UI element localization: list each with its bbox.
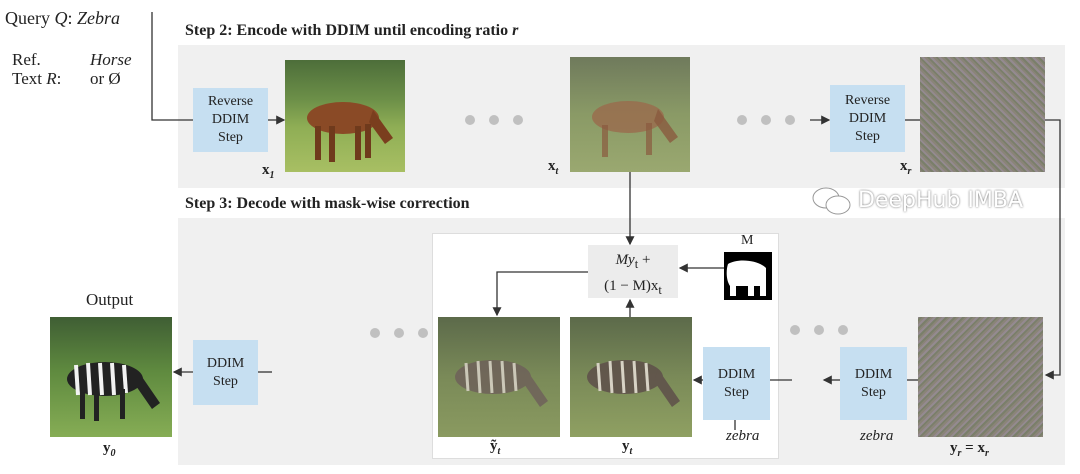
input-arrow xyxy=(151,12,193,121)
zebra-image-yt-tilde xyxy=(438,317,560,437)
ref-line2: Text R: xyxy=(12,69,62,88)
label-yt-tilde: ỹt xyxy=(490,438,500,457)
label-sub: t xyxy=(555,166,559,177)
zebra-prompt-right: zebra xyxy=(860,428,894,444)
ref-text: Ref. Text R: xyxy=(12,50,61,88)
watermark: DeepHub IMBA xyxy=(812,185,1023,217)
label-text: x xyxy=(262,162,270,178)
label-text: = x xyxy=(961,440,985,456)
mask-label: M xyxy=(741,233,754,248)
step3-title: Step 3: Decode with mask-wise correction xyxy=(185,195,470,212)
label-yt: yt xyxy=(622,438,632,457)
output-zebra-image xyxy=(50,317,172,437)
output-label: Output xyxy=(86,290,134,309)
step2-title: Step 2: Encode with DDIM until encoding … xyxy=(185,22,518,40)
ref-text-label: Text xyxy=(12,69,42,88)
label-sub: r xyxy=(984,448,989,459)
query-text: Query Q: Zebra xyxy=(5,8,121,28)
box-text: Step xyxy=(218,130,243,145)
ellipsis-dots xyxy=(370,328,428,338)
box-text: Reverse xyxy=(207,94,254,109)
formula-box: Myt + (1 − M)xt xyxy=(588,245,678,298)
label-y0: y0 xyxy=(103,440,116,459)
wechat-icon xyxy=(812,187,851,215)
box-text: Step xyxy=(724,384,749,400)
formula-text: My xyxy=(615,252,635,268)
box-text: Step xyxy=(861,384,886,400)
zebra-image-yt xyxy=(570,317,692,437)
ref-value-horse: Horse xyxy=(90,50,132,69)
label-xr: xr xyxy=(900,158,911,177)
box-text: Step xyxy=(213,373,238,389)
label-text: x xyxy=(548,158,556,174)
noisy-horse-image-xt xyxy=(570,57,690,172)
label-text: y xyxy=(103,440,111,456)
ref-values: Horse or Ø xyxy=(90,50,132,88)
label-text: y xyxy=(622,438,630,454)
box-text: DDIM xyxy=(854,366,893,382)
query-label: Query xyxy=(5,8,50,28)
label-sub: t xyxy=(497,446,501,457)
label-sub: r xyxy=(957,448,962,459)
ddim-step-right: DDIM Step xyxy=(840,347,907,420)
box-text: Step xyxy=(855,128,880,144)
label-text: y xyxy=(950,440,958,456)
ellipsis-dots xyxy=(465,115,523,125)
label-sub: r xyxy=(907,166,912,177)
mask-image xyxy=(724,252,772,300)
horse-image-x1 xyxy=(285,60,405,172)
ref-line1: Ref. xyxy=(12,50,41,69)
ref-value-null: or Ø xyxy=(90,69,121,88)
ref-var: R xyxy=(46,69,57,88)
step2-title-var: r xyxy=(512,22,519,39)
box-text: DDIM xyxy=(848,110,887,126)
xr-to-yr-arrow xyxy=(1044,119,1061,380)
formula-text: + xyxy=(638,252,651,268)
box-text: DDIM xyxy=(717,366,756,382)
label-yr-equals-xr: yr = xr xyxy=(950,440,989,459)
formula-text: (1 − M)x xyxy=(604,278,659,294)
formula-line2: (1 − M)xt xyxy=(588,275,678,301)
label-xt: xt xyxy=(548,158,558,177)
formula-sub: t xyxy=(658,283,662,297)
box-text: DDIM xyxy=(206,355,245,371)
formula-sub: t xyxy=(634,257,639,271)
label-text: ỹ xyxy=(490,438,498,454)
label-x1: x1 xyxy=(262,162,275,181)
label-sub: t xyxy=(629,446,633,457)
label-sub: 1 xyxy=(269,170,275,181)
query-var: Q xyxy=(54,8,68,28)
zebra-prompt-inner: zebra xyxy=(726,428,760,444)
ellipsis-dots xyxy=(737,115,795,125)
step2-title-text: Step 2: Encode with DDIM until encoding … xyxy=(185,22,513,39)
watermark-text: DeepHub IMBA xyxy=(858,188,1024,213)
formula-line1: Myt + xyxy=(588,249,678,275)
box-text: Reverse xyxy=(844,92,891,108)
box-text: DDIM xyxy=(211,112,250,127)
ddim-step-inner: DDIM Step xyxy=(703,347,770,420)
noise-image-yr xyxy=(918,317,1043,437)
query-value: Zebra xyxy=(77,8,121,28)
label-text: x xyxy=(900,158,908,174)
ddim-step-left: DDIM Step xyxy=(193,340,258,405)
label-sub: 0 xyxy=(110,448,116,459)
noise-image-xr xyxy=(920,57,1045,172)
ellipsis-dots xyxy=(790,325,848,335)
